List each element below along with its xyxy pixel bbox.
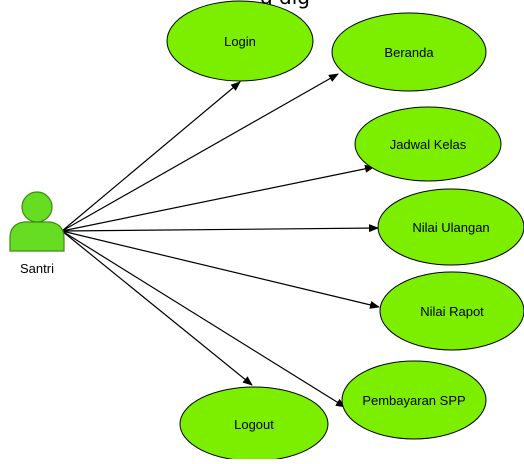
association-logout: [61, 230, 253, 386]
use-case-nilai-ulangan: Nilai Ulangan: [377, 188, 524, 266]
association-lines: [61, 73, 380, 408]
use-case-label: Nilai Ulangan: [412, 220, 489, 235]
top-text-fragment: g dig: [260, 0, 310, 9]
association-beranda: [61, 73, 339, 232]
use-case-label: Nilai Rapot: [420, 304, 484, 319]
association-login: [61, 81, 241, 232]
use-case-label: Logout: [234, 417, 274, 432]
use-case-nilai-rapot: Nilai Rapot: [379, 271, 524, 351]
use-case-jadwal-kelas: Jadwal Kelas: [354, 106, 502, 182]
use-case-label: Login: [224, 34, 256, 49]
use-case-pembayaran-spp: Pembayaran SPP: [341, 360, 487, 440]
use-case-logout: Logout: [179, 386, 329, 462]
association-nilai-rapot: [61, 230, 380, 309]
association-nilai-ulangan: [61, 224, 379, 233]
association-jadwal-kelas: [61, 164, 375, 232]
use-case-label: Beranda: [384, 45, 434, 60]
use-case-label: Pembayaran SPP: [362, 393, 465, 408]
actor-icon: [9, 191, 65, 252]
use-case-login: Login: [166, 0, 314, 82]
actor-label: Santri: [20, 261, 54, 276]
use-case-label: Jadwal Kelas: [390, 137, 467, 152]
use-case-beranda: Beranda: [331, 12, 487, 92]
association-pembayaran-spp: [61, 230, 346, 408]
actor-santri: Santri: [9, 191, 65, 276]
